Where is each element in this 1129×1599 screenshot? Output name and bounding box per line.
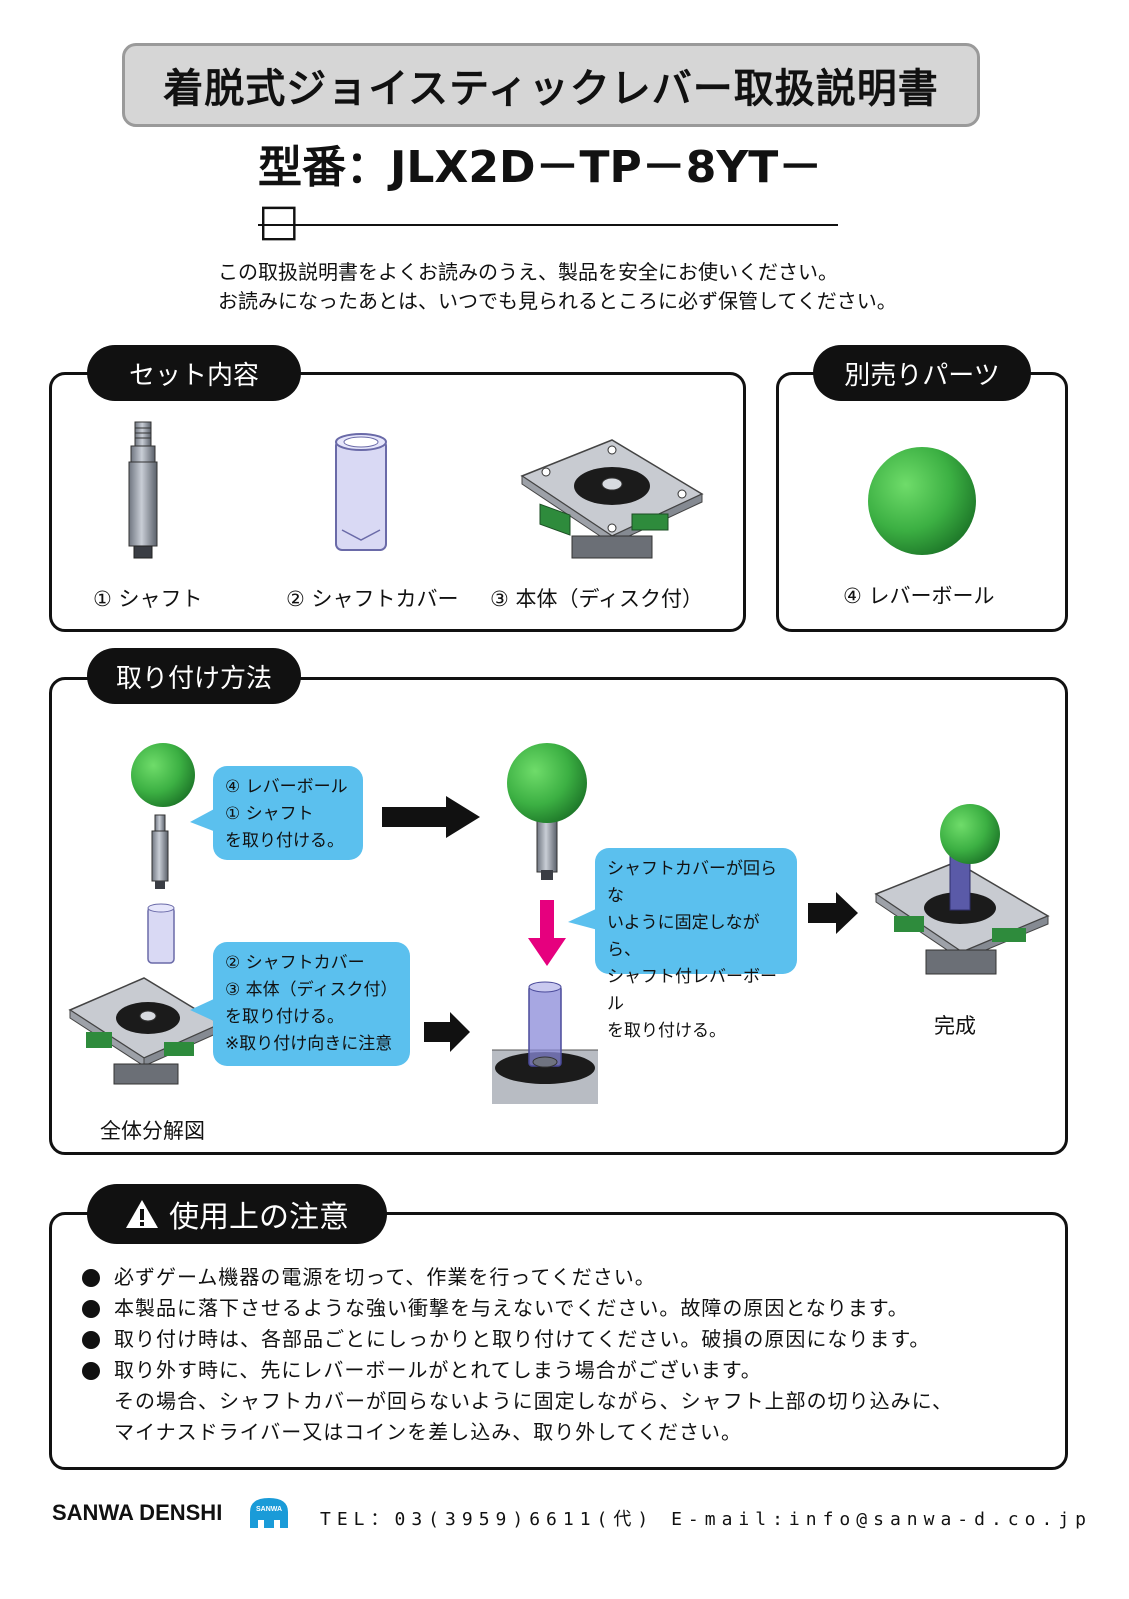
bubble1-pointer	[190, 808, 216, 832]
caution-item: 必ずゲーム機器の電源を切って、作業を行ってください。	[82, 1262, 953, 1293]
intro-text: この取扱説明書をよくお読みのうえ、製品を安全にお使いください。 お読みになったあ…	[218, 258, 897, 316]
caution-continuation: マイナスドライバー又はコインを差し込み、取り外してください。	[114, 1420, 742, 1444]
body-image	[520, 439, 704, 559]
cautions-frame	[49, 1212, 1068, 1470]
caution-continuation: その場合、シャフトカバーが回らないように固定しながら、シャフト上部の切り込みに、	[114, 1389, 953, 1413]
arrow-right-icon	[424, 1012, 470, 1052]
instruction-bubble-1: ④ レバーボール ① シャフト を取り付ける。	[213, 766, 363, 860]
bubble2-line: を取り付ける。	[225, 1007, 344, 1027]
exploded-body-image	[68, 977, 222, 1085]
arrow-down-icon	[528, 900, 566, 966]
warning-icon	[126, 1200, 158, 1228]
caption-shaft-cover: ② シャフトカバー	[286, 587, 459, 611]
bubble1-line: ④ レバーボール	[225, 777, 348, 797]
bullet-icon	[82, 1362, 100, 1380]
bullet-icon	[82, 1269, 100, 1287]
cautions-heading-text: 使用上の注意	[169, 1200, 349, 1235]
instruction-bubble-2: ② シャフトカバー ③ 本体（ディスク付） を取り付ける。 ※取り付け向きに注意	[213, 942, 410, 1066]
bubble2-pointer	[190, 998, 216, 1022]
footer-brand: SANWA DENSHI	[52, 1500, 223, 1525]
caution-item: 取り外す時に、先にレバーボールがとれてしまう場合がございます。	[82, 1355, 953, 1386]
bubble3-line: シャフトカバーが回らな	[607, 859, 777, 906]
complete-label: 完成	[934, 1014, 976, 1038]
bullet-icon	[82, 1331, 100, 1349]
instruction-bubble-3: シャフトカバーが回らな いように固定しながら、 シャフト付レバーボール を取り付…	[595, 848, 797, 1041]
bubble2-line: ② シャフトカバー	[225, 953, 365, 973]
title-banner: 着脱式ジョイスティックレバー取扱説明書	[122, 43, 980, 127]
shaft-cover-image	[335, 433, 387, 551]
cautions-list: 必ずゲーム機器の電源を切って、作業を行ってください。 本製品に落下させるような強…	[82, 1262, 953, 1448]
body-with-cover-image	[492, 981, 598, 1104]
caption-shaft: ① シャフト	[93, 587, 203, 611]
document-title: 着脱式ジョイスティックレバー取扱説明書	[163, 66, 939, 112]
exploded-cover-image	[147, 903, 175, 964]
model-number: 型番：JLX2D－TP－8YT－□	[258, 142, 838, 246]
bubble2-line: ③ 本体（ディスク付）	[225, 980, 398, 1000]
lever-ball-image	[868, 447, 976, 555]
caution-item: 本製品に落下させるような強い衝撃を与えないでください。故障の原因となります。	[82, 1293, 953, 1324]
shaft-image	[128, 421, 158, 559]
sanwa-logo-icon: SANWA	[250, 1498, 288, 1528]
sold-separately-heading: 別売りパーツ	[813, 345, 1031, 401]
bullet-icon	[82, 1300, 100, 1318]
bubble1-line: を取り付ける。	[225, 831, 344, 851]
caution-item: 取り付け時は、各部品ごとにしっかりと取り付けてください。破損の原因になります。	[82, 1324, 953, 1355]
bubble2-line: ※取り付け向きに注意	[225, 1034, 393, 1054]
bubble3-line: いように固定しながら、	[607, 913, 760, 960]
exploded-shaft-image	[151, 814, 169, 889]
caption-body: ③ 本体（ディスク付）	[490, 587, 704, 611]
set-contents-heading: セット内容	[87, 345, 301, 401]
caption-lever-ball: ④ レバーボール	[843, 584, 995, 608]
bubble1-line: ① シャフト	[225, 804, 314, 824]
completed-joystick-image	[874, 804, 1050, 975]
exploded-label: 全体分解図	[100, 1119, 205, 1143]
arrow-right-icon	[808, 892, 858, 934]
intro-line-2: お読みになったあとは、いつでも見られるところに必ず保管してください。	[218, 289, 897, 313]
bubble3-line: を取り付ける。	[607, 1021, 726, 1041]
bubble3-line: シャフト付レバーボール	[607, 967, 777, 1014]
ball-with-shaft-image	[507, 743, 587, 880]
cautions-heading: 使用上の注意	[87, 1184, 387, 1244]
exploded-ball-image	[131, 743, 195, 807]
bubble3-pointer	[568, 908, 598, 930]
footer-contact: TEL：03(3959)6611(代) E-mail:info@sanwa-d.…	[320, 1509, 1092, 1530]
logo-text: SANWA	[256, 1506, 282, 1513]
arrow-right-icon	[382, 796, 480, 838]
intro-line-1: この取扱説明書をよくお読みのうえ、製品を安全にお使いください。	[218, 260, 838, 284]
install-heading: 取り付け方法	[87, 648, 301, 704]
